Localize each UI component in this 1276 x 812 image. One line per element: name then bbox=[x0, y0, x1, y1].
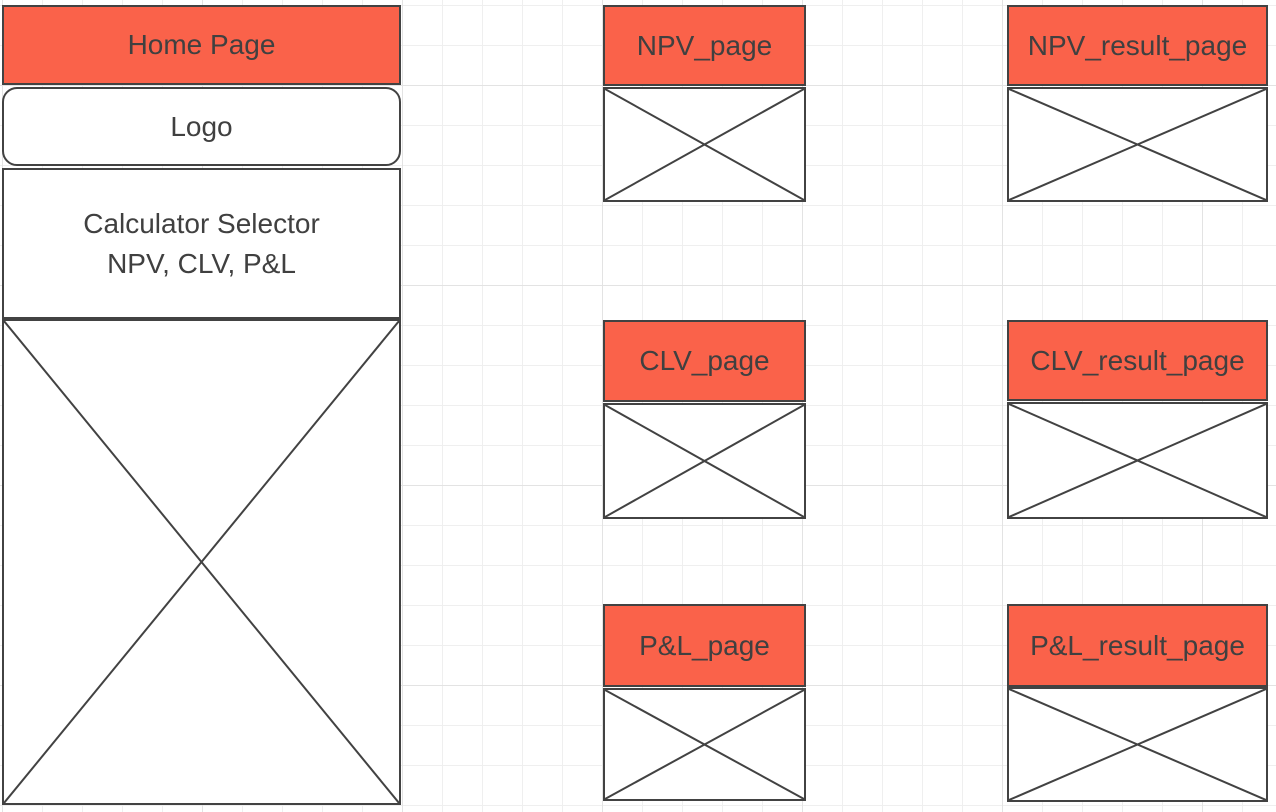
home-page-title: Home Page bbox=[127, 29, 276, 61]
image-x-icon bbox=[1009, 404, 1266, 517]
clv-result-page-image-placeholder[interactable] bbox=[1007, 402, 1268, 519]
clv-result-page-header-shape[interactable]: CLV_result_page bbox=[1007, 320, 1268, 401]
pnl-page-title: P&L_page bbox=[639, 629, 770, 661]
npv-result-page-header-shape[interactable]: NPV_result_page bbox=[1007, 5, 1268, 86]
home-page-header-shape[interactable]: Home Page bbox=[2, 5, 401, 85]
clv-page-image-placeholder[interactable] bbox=[603, 403, 806, 519]
pnl-page-header-shape[interactable]: P&L_page bbox=[603, 604, 806, 687]
clv-page-header-shape[interactable]: CLV_page bbox=[603, 320, 806, 402]
selector-line-2: NPV, CLV, P&L bbox=[107, 247, 296, 279]
home-logo-label: Logo bbox=[170, 110, 233, 142]
npv-page-image-placeholder[interactable] bbox=[603, 87, 806, 202]
image-x-icon bbox=[605, 690, 804, 799]
home-calculator-selector-shape[interactable]: Calculator Selector NPV, CLV, P&L bbox=[2, 168, 401, 319]
npv-result-page-title: NPV_result_page bbox=[1027, 29, 1248, 61]
image-x-icon bbox=[605, 89, 804, 200]
image-x-icon bbox=[1009, 689, 1266, 800]
clv-page-title: CLV_page bbox=[639, 345, 770, 377]
home-calculator-selector-label: Calculator Selector NPV, CLV, P&L bbox=[83, 204, 320, 282]
pnl-page-image-placeholder[interactable] bbox=[603, 688, 806, 801]
image-x-icon bbox=[1009, 89, 1266, 200]
image-x-icon bbox=[605, 405, 804, 517]
pnl-result-page-title: P&L_result_page bbox=[1030, 629, 1245, 661]
npv-result-page-image-placeholder[interactable] bbox=[1007, 87, 1268, 202]
pnl-result-page-header-shape[interactable]: P&L_result_page bbox=[1007, 604, 1268, 687]
npv-page-header-shape[interactable]: NPV_page bbox=[603, 5, 806, 86]
selector-line-1: Calculator Selector bbox=[83, 208, 320, 240]
pnl-result-page-image-placeholder[interactable] bbox=[1007, 687, 1268, 802]
npv-page-title: NPV_page bbox=[636, 29, 773, 61]
image-x-icon bbox=[4, 321, 399, 803]
home-image-placeholder[interactable] bbox=[2, 319, 401, 805]
clv-result-page-title: CLV_result_page bbox=[1030, 344, 1245, 376]
home-logo-shape[interactable]: Logo bbox=[2, 87, 401, 166]
